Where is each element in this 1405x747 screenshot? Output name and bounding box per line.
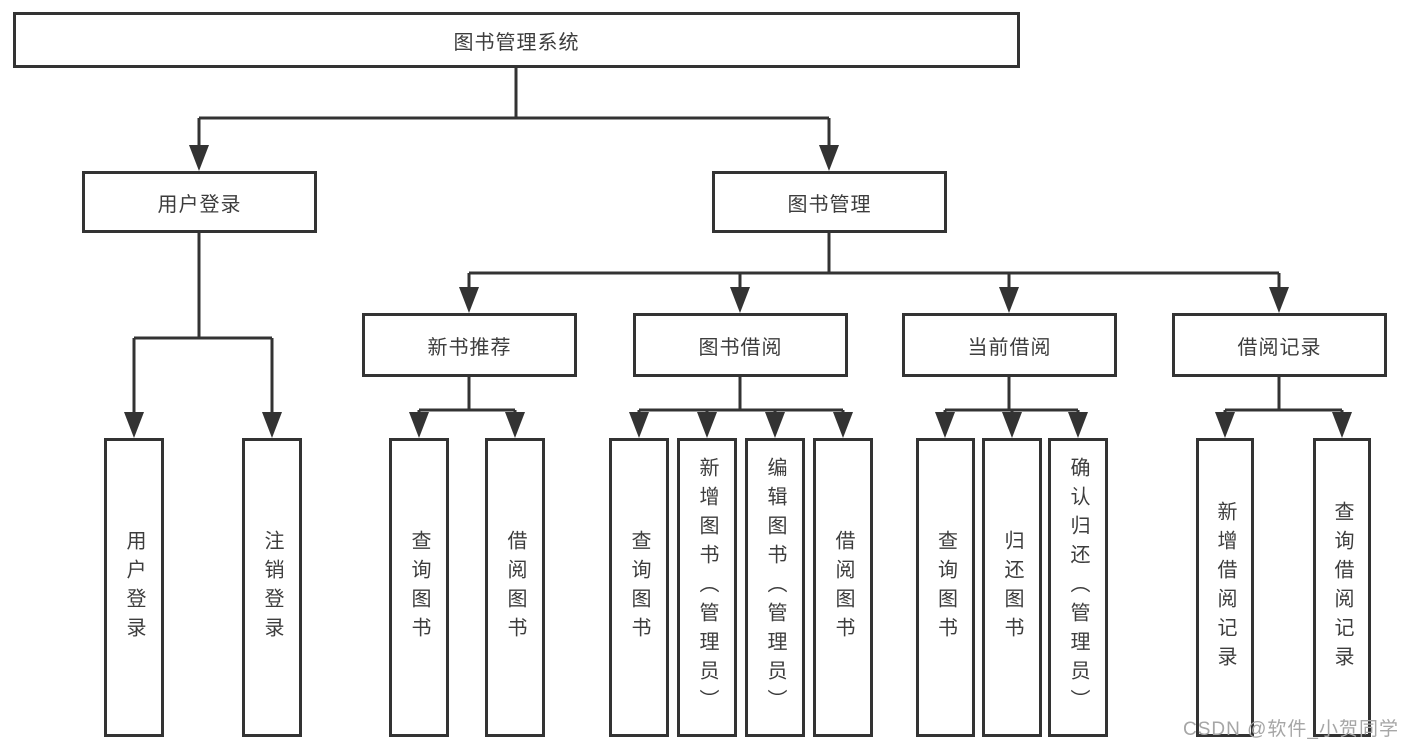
leaf-query-books: 查询图书 xyxy=(389,438,449,737)
leaf-label: 查询图书 xyxy=(408,529,430,646)
leaf-label: 用户登录 xyxy=(123,529,145,646)
leaf-label: 注销登录 xyxy=(261,529,283,646)
leaf-user-login: 用户登录 xyxy=(104,438,164,737)
leaf-add-borrow-record: 新增借阅记录 xyxy=(1196,438,1254,737)
node-label: 用户登录 xyxy=(157,193,242,216)
node-label: 图书借阅 xyxy=(698,336,783,359)
leaf-add-books-admin: 新增图书（管理员） xyxy=(677,438,737,737)
leaf-label: 查询图书 xyxy=(934,529,957,646)
leaf-edit-books-admin: 编辑图书（管理员） xyxy=(745,438,805,737)
leaf-borrow-books: 借阅图书 xyxy=(813,438,873,737)
leaf-label: 编辑图书（管理员） xyxy=(764,457,786,718)
leaf-label: 新增图书（管理员） xyxy=(696,457,718,718)
leaf-query-borrow-record: 查询借阅记录 xyxy=(1313,438,1371,737)
node-new-book-recommendation: 新书推荐 xyxy=(362,313,577,377)
node-label: 借阅记录 xyxy=(1237,336,1322,359)
node-book-management: 图书管理 xyxy=(712,171,947,233)
leaf-label: 查询借阅记录 xyxy=(1331,500,1353,675)
leaf-query-books: 查询图书 xyxy=(609,438,669,737)
csdn-watermark: CSDN @软件_小贺同学 xyxy=(1183,719,1399,740)
leaf-query-books: 查询图书 xyxy=(916,438,975,737)
leaf-label: 确认归还（管理员） xyxy=(1067,457,1089,718)
leaf-label: 借阅图书 xyxy=(832,529,854,646)
leaf-confirm-return-admin: 确认归还（管理员） xyxy=(1048,438,1108,737)
node-label: 图书管理 xyxy=(787,193,872,216)
leaf-logout: 注销登录 xyxy=(242,438,302,737)
leaf-label: 归还图书 xyxy=(1001,529,1023,646)
node-library-management-system: 图书管理系统 xyxy=(13,12,1020,68)
node-user-login: 用户登录 xyxy=(82,171,317,233)
leaf-label: 查询图书 xyxy=(628,529,650,646)
node-label: 新书推荐 xyxy=(427,336,512,359)
node-book-borrowing: 图书借阅 xyxy=(633,313,848,377)
node-label: 当前借阅 xyxy=(967,336,1052,359)
node-current-borrowing: 当前借阅 xyxy=(902,313,1117,377)
node-borrowing-records: 借阅记录 xyxy=(1172,313,1387,377)
leaf-label: 借阅图书 xyxy=(504,529,526,646)
leaf-label: 新增借阅记录 xyxy=(1214,500,1236,675)
node-label: 图书管理系统 xyxy=(453,31,580,54)
leaf-return-books: 归还图书 xyxy=(982,438,1042,737)
leaf-borrow-books: 借阅图书 xyxy=(485,438,545,737)
